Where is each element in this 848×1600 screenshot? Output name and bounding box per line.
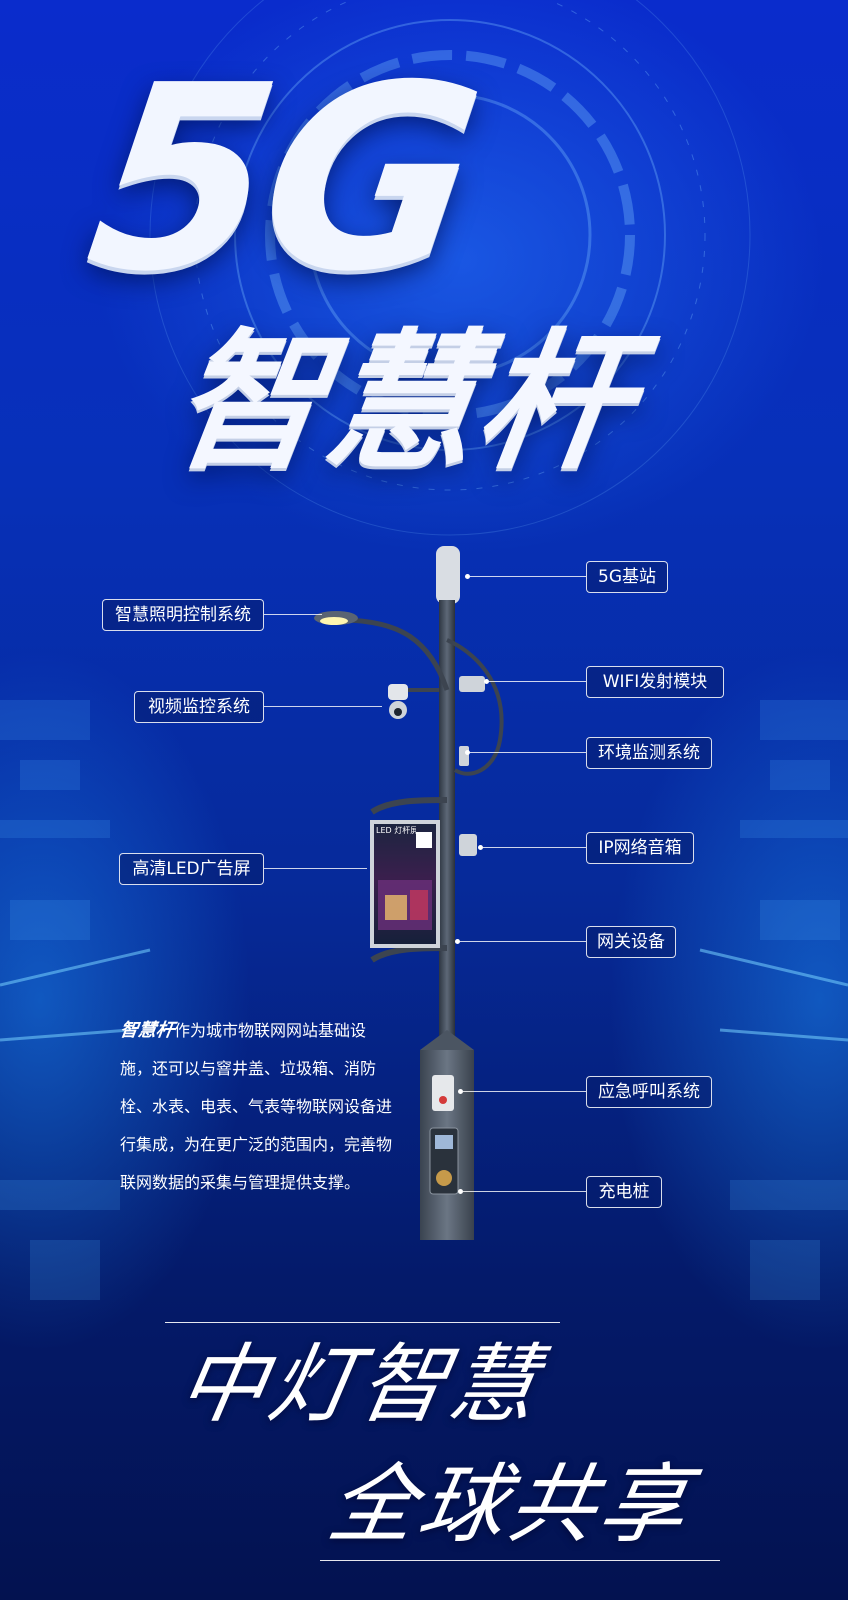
wifi-module-box bbox=[459, 676, 485, 692]
leader-dot bbox=[455, 939, 460, 944]
camera-icon bbox=[388, 684, 439, 719]
callout-environment-monitoring: 环境监测系统 bbox=[586, 737, 712, 769]
lamp-arm bbox=[339, 617, 450, 691]
callout-gateway-device: 网关设备 bbox=[586, 926, 676, 958]
leader-line bbox=[264, 706, 382, 707]
slogan-line-2: 全球共享 bbox=[321, 1455, 699, 1555]
leader-dot bbox=[465, 574, 470, 579]
slogan-rule-top bbox=[165, 1322, 560, 1323]
slogan-line-1: 中灯智慧 bbox=[171, 1335, 549, 1435]
leader-line bbox=[264, 614, 322, 615]
callout-led-ad-screen: 高清LED广告屏 bbox=[119, 853, 264, 885]
leader-line bbox=[483, 847, 586, 848]
leader-line bbox=[463, 1191, 586, 1192]
callout-charging-pile: 充电桩 bbox=[586, 1176, 662, 1208]
leader-dot bbox=[478, 845, 483, 850]
description-paragraph: 智慧杆作为城市物联网网站基础设施，还可以与窨井盖、垃圾箱、消防栓、水表、电表、气… bbox=[118, 1012, 395, 1202]
callout-ip-speaker: IP网络音箱 bbox=[586, 832, 694, 864]
slogan-rule-bottom bbox=[320, 1560, 720, 1561]
callout-emergency-call: 应急呼叫系统 bbox=[586, 1076, 712, 1108]
leader-line bbox=[470, 752, 586, 753]
leader-line bbox=[470, 576, 586, 577]
leader-dot bbox=[484, 679, 489, 684]
callout-wifi-module: WIFI发射模块 bbox=[586, 666, 724, 698]
description-text: 作为城市物联网网站基础设施，还可以与窨井盖、垃圾箱、消防栓、水表、电表、气表等物… bbox=[120, 1021, 393, 1192]
leader-line bbox=[460, 941, 586, 942]
callout-video-surveillance: 视频监控系统 bbox=[134, 691, 264, 723]
leader-line bbox=[489, 681, 586, 682]
leader-dot bbox=[465, 750, 470, 755]
leader-line bbox=[264, 868, 367, 869]
led-screen-heading: LED 灯杆屏 bbox=[376, 826, 416, 835]
callout-lighting-control: 智慧照明控制系统 bbox=[102, 599, 264, 631]
callout-5g-base-station: 5G基站 bbox=[586, 561, 668, 593]
environment-sensor-box bbox=[459, 746, 469, 766]
leader-line bbox=[463, 1091, 586, 1092]
leader-dot bbox=[458, 1089, 463, 1094]
leader-dot bbox=[458, 1189, 463, 1194]
emergency-call-panel bbox=[432, 1075, 454, 1111]
speaker-box bbox=[459, 834, 477, 856]
description-brand: 智慧杆 bbox=[118, 1020, 176, 1041]
pole-shaft bbox=[439, 600, 455, 1060]
base-station-top bbox=[436, 546, 460, 604]
